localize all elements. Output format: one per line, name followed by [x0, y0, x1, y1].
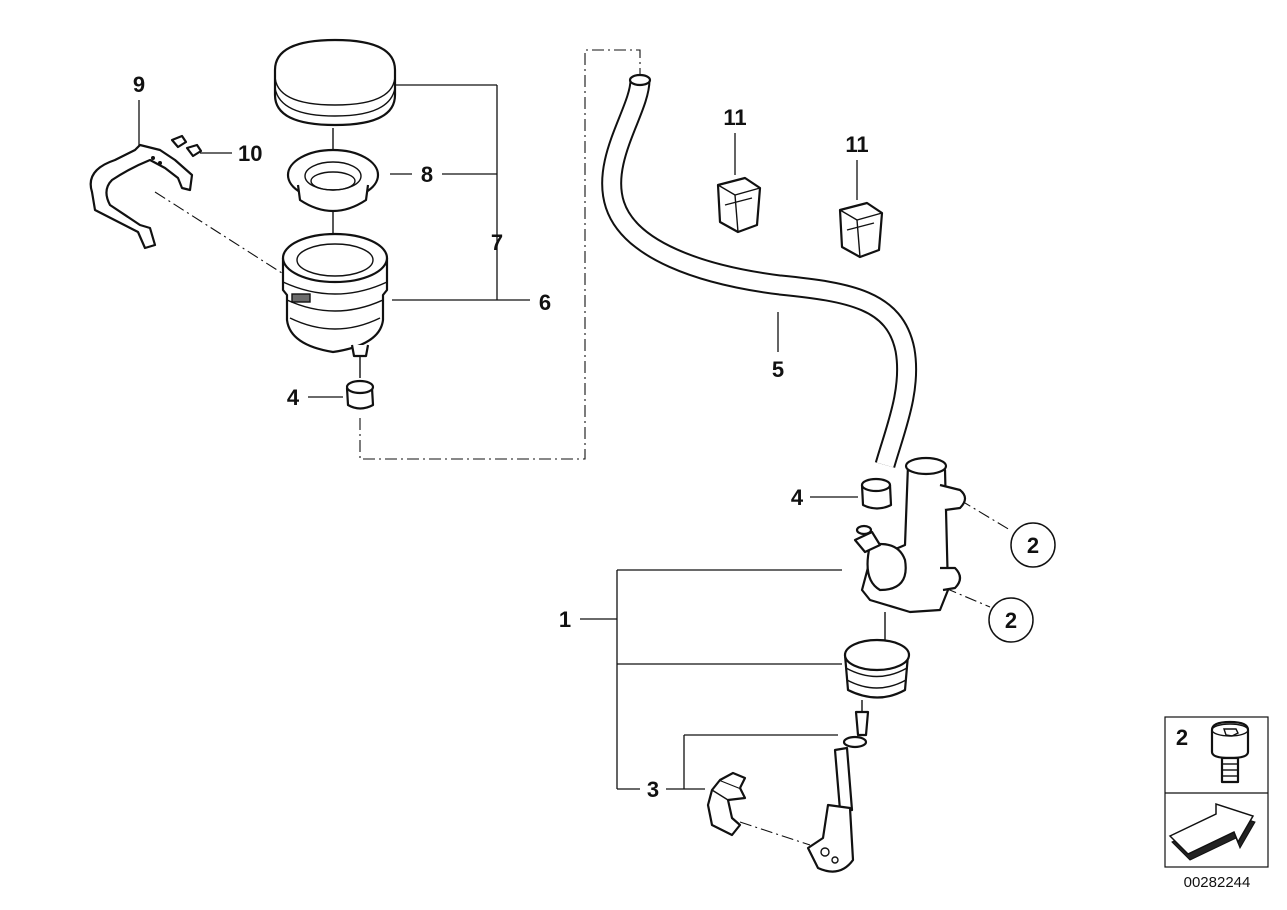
callout-11a: 11 [723, 105, 746, 130]
callout-5: 5 [772, 357, 784, 382]
callout-labels: 9 10 8 7 6 4 11 11 5 4 1 3 [133, 72, 869, 802]
callout-7: 7 [491, 230, 503, 255]
svg-text:2: 2 [1005, 608, 1017, 633]
master-cylinder [853, 456, 967, 614]
callout-6: 6 [539, 290, 551, 315]
arrow-icon [1168, 802, 1256, 861]
legend-number: 2 [1176, 725, 1188, 750]
callout-1: 1 [559, 607, 571, 632]
callout-11b: 11 [845, 132, 868, 157]
assembly-lines [154, 49, 1011, 846]
hose-clamp-top [345, 379, 375, 410]
svg-text:2: 2 [1027, 533, 1039, 558]
clip-3 [706, 771, 747, 837]
diaphragm [286, 148, 380, 212]
leader-lines [138, 84, 886, 790]
screws [170, 134, 203, 158]
circled-callout-2a: 2 [1010, 522, 1056, 568]
bracket [89, 143, 194, 250]
callout-10: 10 [238, 141, 262, 166]
bolt-icon [1210, 720, 1250, 784]
hose-clamp-lower [860, 477, 893, 510]
callout-9: 9 [133, 72, 145, 97]
callout-3: 3 [647, 777, 659, 802]
legend-box: 2 [1164, 716, 1269, 868]
boot [843, 638, 911, 699]
reservoir-body [281, 232, 389, 358]
clip-a [716, 176, 762, 234]
reservoir-cap [273, 38, 397, 127]
push-rod [806, 710, 870, 873]
callout-4-lower: 4 [791, 485, 804, 510]
circled-callout-2b: 2 [988, 597, 1034, 643]
hose [601, 73, 918, 468]
callout-4-top: 4 [287, 385, 300, 410]
callout-8: 8 [421, 162, 433, 187]
clip-b [838, 201, 884, 259]
reference-number: 00282244 [1184, 874, 1251, 891]
